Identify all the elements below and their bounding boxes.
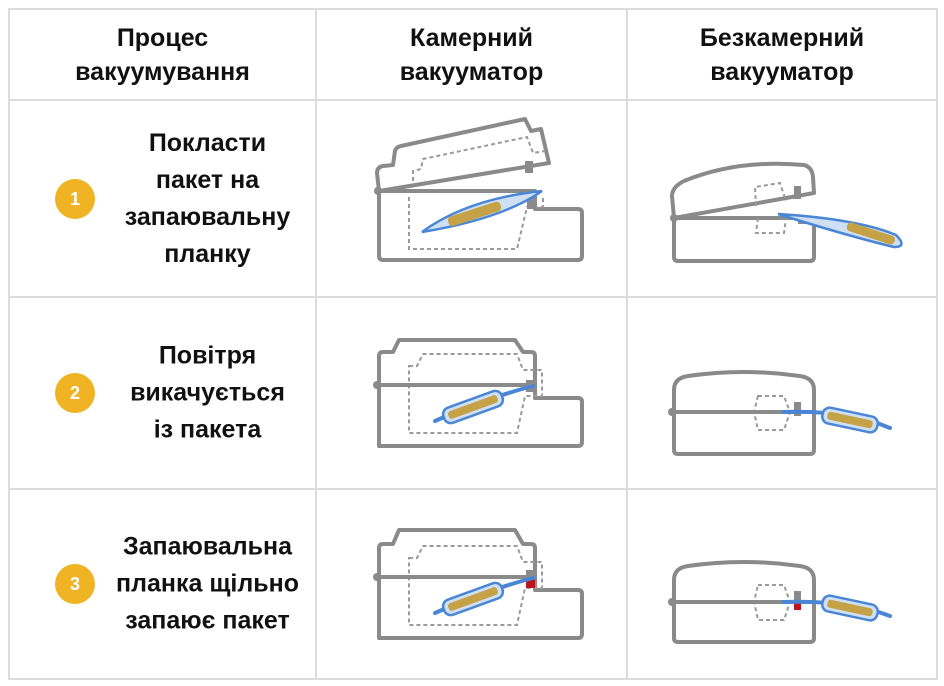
header-chamberless-label: Безкамерний вакууматор bbox=[699, 23, 865, 86]
step-text: Повітря викачується із пакета bbox=[130, 341, 285, 444]
chamber-sealing-illustration bbox=[373, 528, 584, 640]
chamberless-open-illustration bbox=[670, 161, 903, 263]
comparison-table: Процес вакуумування Камерний вакууматор … bbox=[8, 8, 938, 680]
chamber-open-illustration bbox=[374, 117, 584, 262]
chamberless-sealing-illustration bbox=[668, 560, 892, 644]
step-2-cell: 2 Повітря викачується із пакета bbox=[8, 296, 317, 490]
step-text: Покласти пакет на запаювальну планку bbox=[124, 128, 291, 268]
chamber-closed-illustration bbox=[373, 338, 584, 448]
chamberless-step-3-illustration bbox=[626, 488, 938, 680]
header-chamberless: Безкамерний вакууматор bbox=[626, 8, 938, 101]
step-badge: 3 bbox=[55, 564, 95, 604]
step-3-cell: 3 Запаювальна планка щільно запаює пакет bbox=[8, 488, 317, 680]
header-process-label: Процес вакуумування bbox=[75, 23, 250, 86]
chamberless-step-2-illustration bbox=[626, 296, 938, 490]
chamber-step-3-illustration bbox=[315, 488, 628, 680]
header-process: Процес вакуумування bbox=[8, 8, 317, 101]
step-badge: 2 bbox=[55, 373, 95, 413]
step-badge: 1 bbox=[55, 178, 95, 219]
chamber-step-2-illustration bbox=[315, 296, 628, 490]
step-text: Запаювальна планка щільно запаює пакет bbox=[115, 532, 299, 635]
step-1-cell: 1 Покласти пакет на запаювальну планку bbox=[8, 99, 317, 298]
chamberless-step-1-illustration bbox=[626, 99, 938, 298]
header-chamber: Камерний вакууматор bbox=[315, 8, 628, 101]
chamber-step-1-illustration bbox=[315, 99, 628, 298]
header-chamber-label: Камерний вакууматор bbox=[399, 23, 544, 86]
chamberless-closed-illustration bbox=[668, 370, 892, 456]
